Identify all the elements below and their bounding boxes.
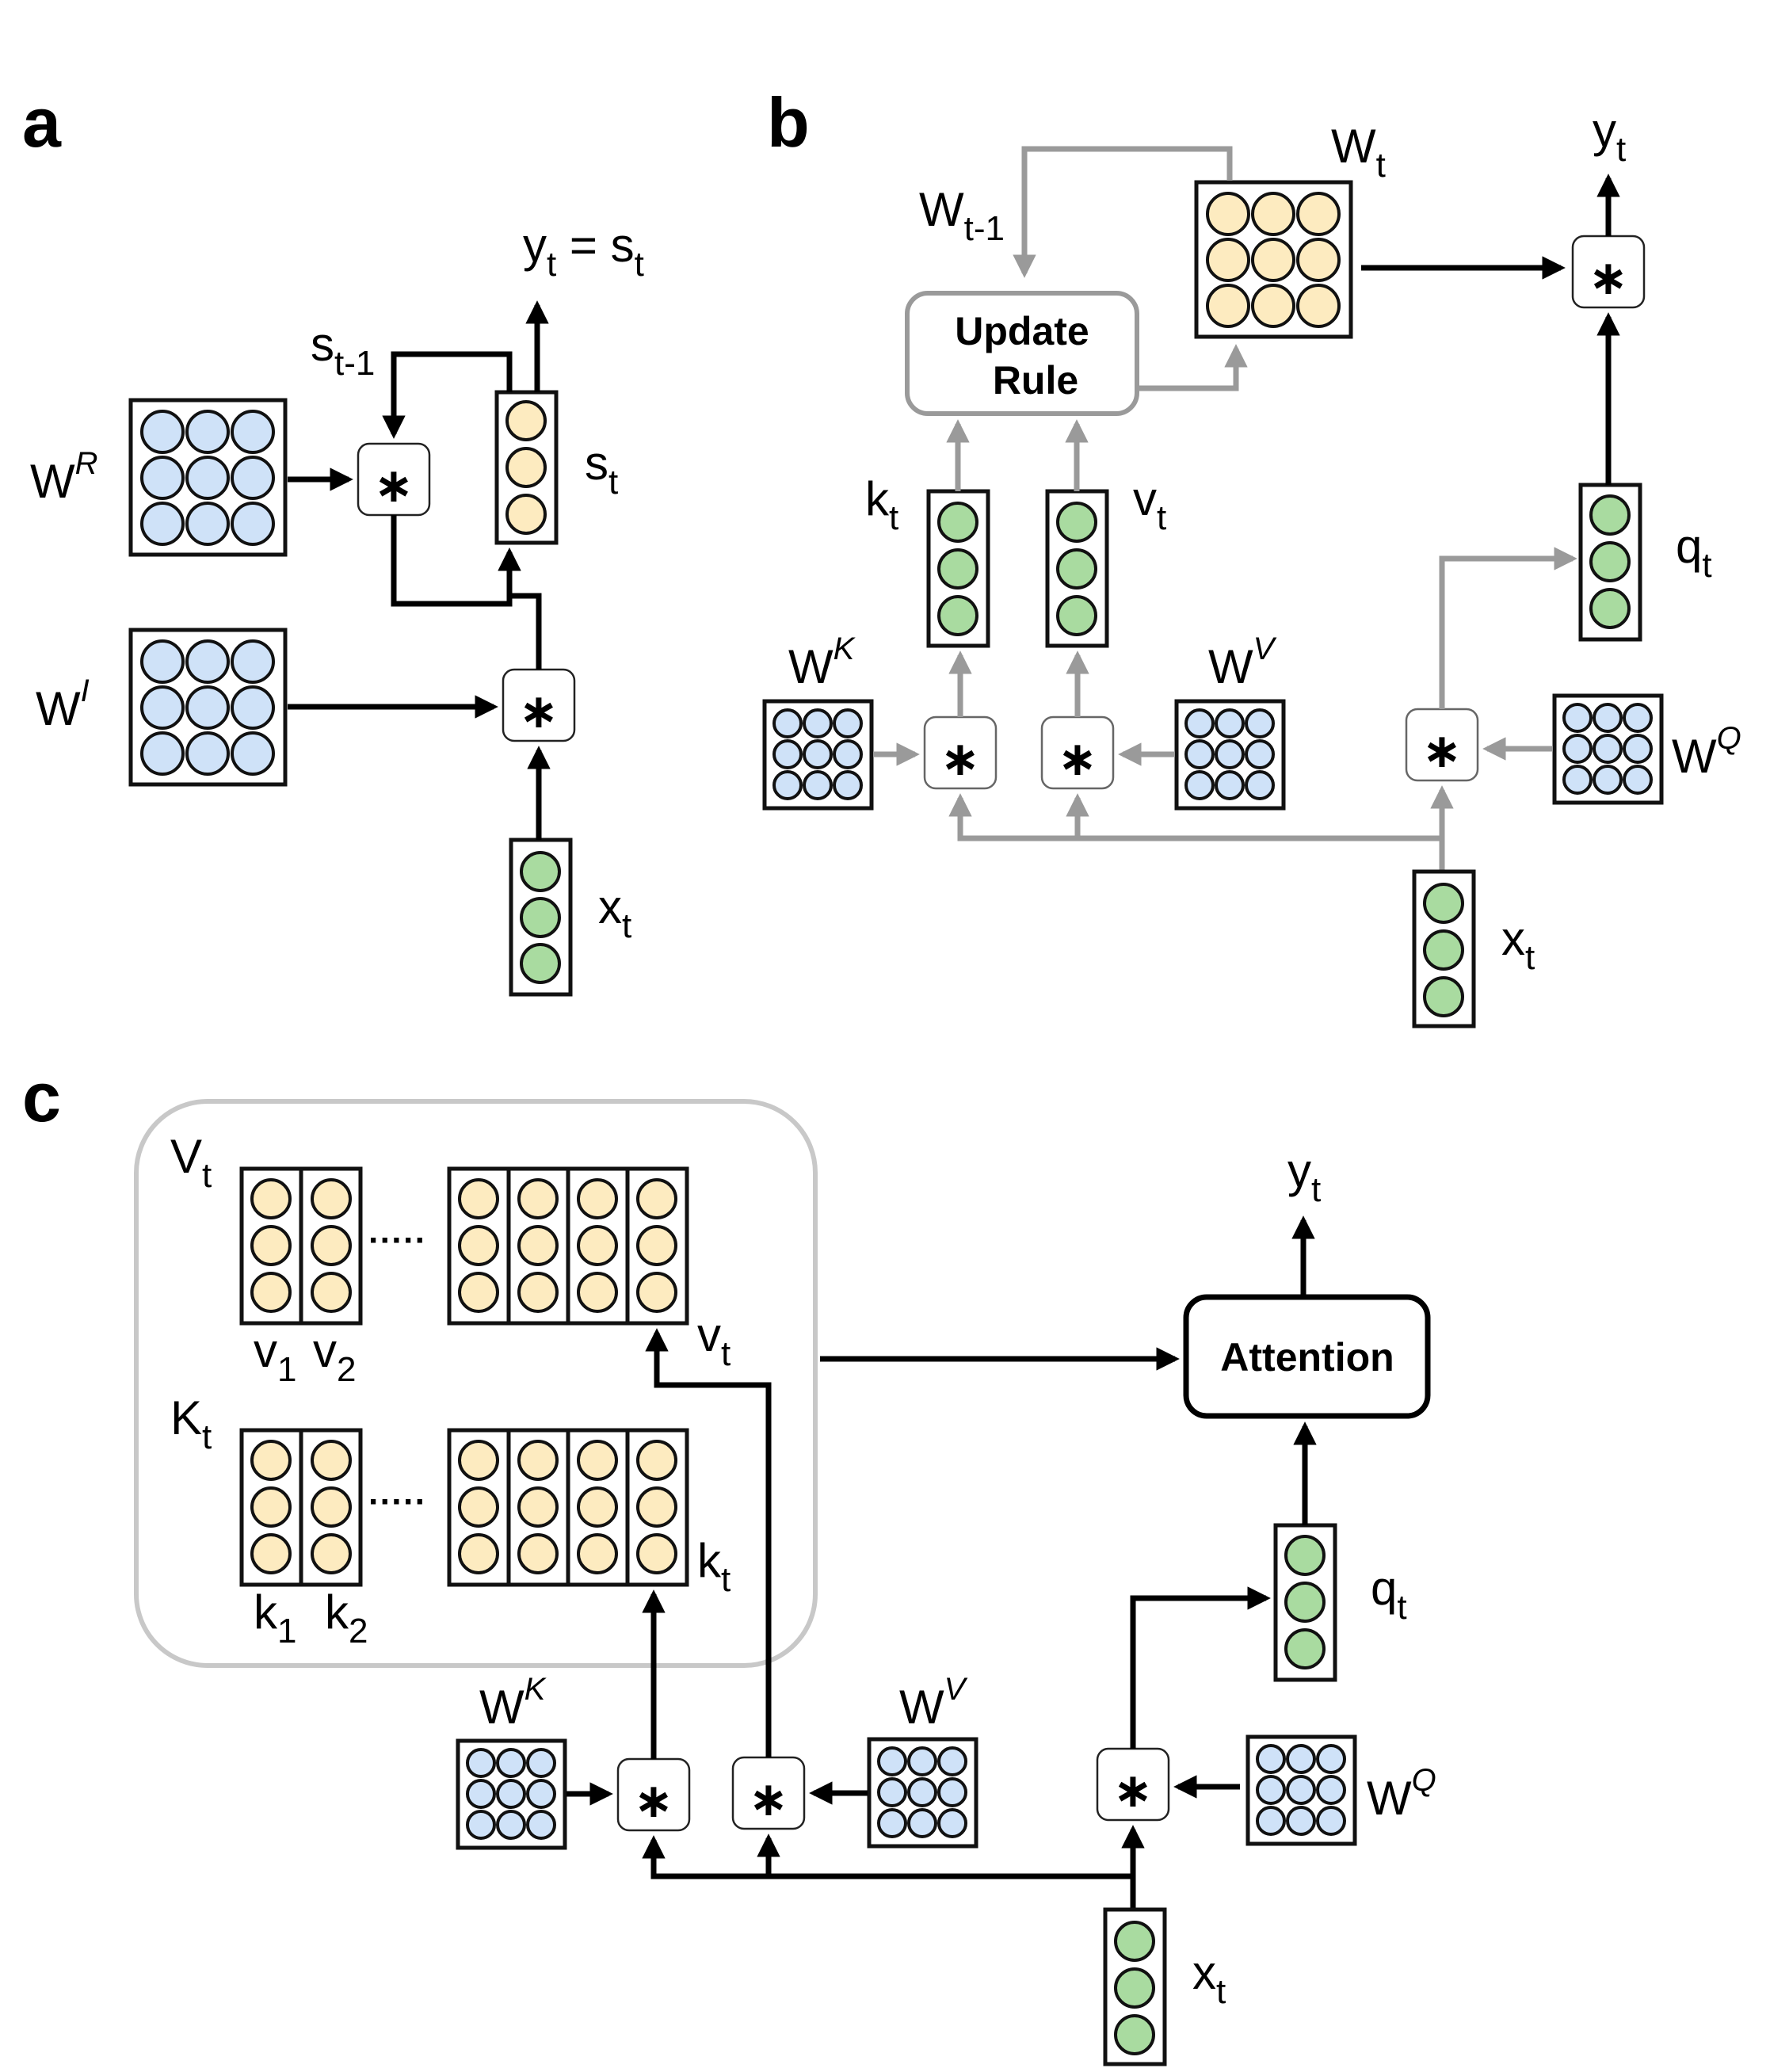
value-2-label: v2 <box>313 1324 356 1389</box>
value-weight-matrix-c <box>867 1737 978 1849</box>
key-cache <box>239 1428 689 1587</box>
input-label-c: xt <box>1192 1946 1226 2011</box>
arrow-state-feedback <box>382 351 513 439</box>
value-weight-matrix-b <box>1174 699 1286 811</box>
query-label-c: qt <box>1371 1562 1407 1627</box>
output-equals-state-label: yt = st <box>523 219 644 284</box>
arrow-update-to-weight <box>1139 344 1248 391</box>
multiply-symbol: ∗ <box>749 1772 788 1826</box>
panel-b: b Wt Wt-1 Update Rule ∗ yt qt <box>762 83 1741 1028</box>
arrow-weight-feedback <box>1013 146 1233 278</box>
multiply-symbol: ∗ <box>634 1774 673 1827</box>
key-t-label: kt <box>697 1534 731 1599</box>
key-2-label: k2 <box>325 1585 368 1650</box>
key-weight-label-b: WK <box>788 632 856 693</box>
multiply-symbol: ∗ <box>519 685 559 738</box>
input-vector-c <box>1103 1907 1167 2066</box>
multiply-symbol: ∗ <box>374 459 414 512</box>
arrow-x-to-key-op-b <box>948 793 1442 841</box>
multiply-symbol: ∗ <box>940 732 980 785</box>
panel-a-label: a <box>22 83 62 162</box>
output-label-b: yt <box>1593 104 1626 169</box>
output-label-c: yt <box>1287 1144 1321 1209</box>
input-weight-label: WI <box>36 673 90 735</box>
key-weight-matrix-b <box>762 699 874 811</box>
attention-block <box>1183 1294 1431 1419</box>
recurrent-weight-matrix <box>128 398 288 557</box>
input-label: xt <box>598 880 631 945</box>
query-weight-matrix-c <box>1245 1734 1357 1846</box>
query-vector-b <box>1578 483 1642 642</box>
multiply-symbol: ∗ <box>1113 1764 1153 1817</box>
update-rule-line1: Update <box>955 309 1089 353</box>
state-label: st <box>585 437 618 502</box>
panel-c: c Vt Kt ····· v1 v2 vt <box>22 1058 1436 2066</box>
input-weight-matrix <box>128 628 288 787</box>
query-label-b: qt <box>1676 520 1712 585</box>
fast-weight-label: Wt <box>1331 120 1386 185</box>
query-weight-label-c: WQ <box>1367 1763 1436 1825</box>
value-1-label: v1 <box>254 1324 296 1389</box>
panel-a: a WR WI ∗ st ∗ <box>22 83 644 997</box>
panel-c-label: c <box>22 1058 61 1136</box>
value-weight-label-b: WV <box>1208 632 1277 693</box>
key-cache-ellipsis: ····· <box>368 1482 426 1521</box>
update-rule-line2: Rule <box>993 358 1078 403</box>
arrow-op-to-query-b <box>1439 547 1577 709</box>
value-label-b: vt <box>1133 472 1166 537</box>
input-vector-b <box>1412 869 1476 1028</box>
query-vector-c <box>1273 1523 1337 1682</box>
value-t-label: vt <box>697 1308 731 1373</box>
key-1-label: k1 <box>254 1585 296 1650</box>
arrow-op-to-state <box>498 548 542 670</box>
state-vector <box>494 390 559 545</box>
query-weight-matrix-b <box>1552 693 1664 805</box>
panel-b-label: b <box>767 83 810 162</box>
arrow-op-to-query-c <box>1130 1586 1271 1749</box>
update-rule-box <box>905 291 1139 416</box>
arrow-x-to-key-op-c <box>642 1835 1133 1879</box>
key-weight-label-c: WK <box>479 1672 547 1734</box>
fast-weight-matrix <box>1194 180 1353 339</box>
key-weight-matrix-c <box>456 1738 567 1850</box>
arrow-op-recurrent-to-state <box>391 515 521 607</box>
key-cache-label: Kt <box>170 1391 212 1456</box>
value-vector-b <box>1045 489 1109 648</box>
previous-fast-weight-label: Wt-1 <box>919 183 1005 248</box>
recurrent-weight-label: WR <box>30 446 98 508</box>
arrow-op-to-value-cache <box>645 1328 772 1757</box>
input-label-b: xt <box>1501 912 1535 977</box>
previous-state-label: st-1 <box>311 318 375 383</box>
value-cache-label: Vt <box>170 1130 212 1195</box>
query-weight-label-b: WQ <box>1672 721 1741 783</box>
input-vector <box>509 838 573 997</box>
key-label-b: kt <box>865 472 898 537</box>
multiply-symbol: ∗ <box>1422 724 1462 777</box>
key-vector-b <box>926 489 990 648</box>
value-cache <box>239 1166 689 1326</box>
multiply-symbol: ∗ <box>1058 732 1097 785</box>
value-cache-ellipsis: ····· <box>368 1221 426 1260</box>
multiply-symbol: ∗ <box>1589 251 1628 304</box>
attention-label: Attention <box>1220 1335 1394 1379</box>
value-weight-label-c: WV <box>899 1672 968 1734</box>
